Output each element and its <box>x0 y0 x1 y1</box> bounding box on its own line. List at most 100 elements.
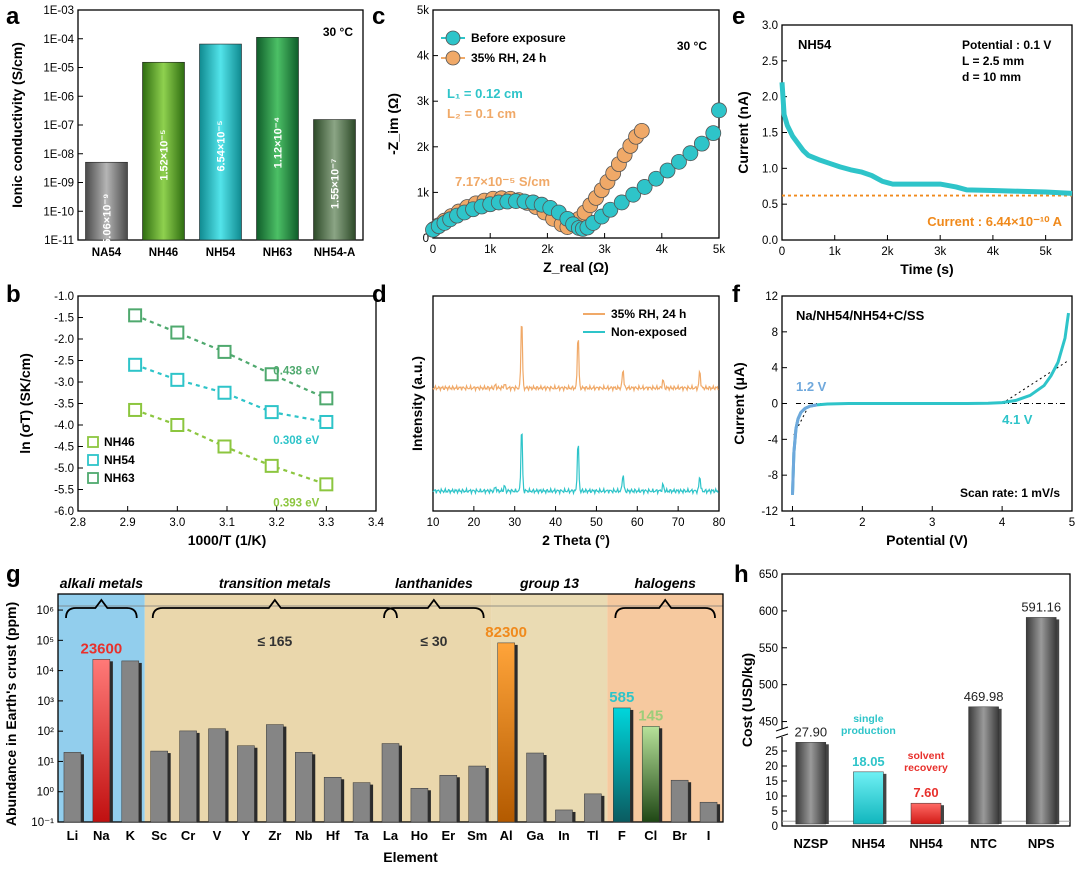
g-ytick-label: 10¹ <box>37 756 54 768</box>
g-ylabel: Abundance in Earth's crust (ppm) <box>3 602 19 826</box>
f-xtick-label: 3 <box>929 517 935 529</box>
c-point <box>682 145 699 162</box>
b-xtick-label: 2.8 <box>70 517 86 529</box>
panel-a: 1E-111E-101E-091E-081E-071E-061E-051E-04… <box>9 5 364 259</box>
g-category-label: Ta <box>354 828 369 843</box>
a-category-label: NH63 <box>263 247 292 259</box>
g-xlabel: Element <box>383 849 438 865</box>
a-value-label: 6.54×10⁻⁵ <box>216 121 228 172</box>
h-ytick-label: 450 <box>759 717 778 729</box>
b-legend-marker <box>87 436 99 448</box>
g-bar <box>497 642 515 823</box>
d-xtick-label: 60 <box>631 517 644 529</box>
g-group-name: transition metals <box>219 575 331 591</box>
b-legend-label: NH54 <box>104 453 135 467</box>
h-bar-note: solvent <box>908 750 945 762</box>
g-category-label: Sc <box>151 828 167 843</box>
g-group-name: alkali metals <box>60 575 143 591</box>
e-ylabel: Current (nA) <box>735 91 751 173</box>
a-ytick-label: 1E-06 <box>43 91 74 103</box>
e-frame <box>781 24 1073 241</box>
f-onset-label: 4.1 V <box>1002 412 1033 427</box>
a-bar <box>142 61 185 241</box>
h-value-label: 7.60 <box>913 785 938 800</box>
g-category-label: Li <box>67 828 79 843</box>
e-xtick-label: 0 <box>779 246 785 258</box>
g-category-label: F <box>618 828 626 843</box>
c-point <box>625 186 642 203</box>
h-ylabel: Cost (USD/kg) <box>739 653 755 747</box>
a-ytick-label: 1E-11 <box>44 235 74 247</box>
g-bar <box>179 730 197 823</box>
b-xtick-label: 2.9 <box>120 517 136 529</box>
b-ytick-label: -1.0 <box>54 291 74 303</box>
c-xlabel: Z_real (Ω) <box>543 259 609 275</box>
c-annotation-l2: L₂ = 0.1 cm <box>447 106 516 121</box>
g-bar <box>208 728 226 823</box>
f-xtick-label: 4 <box>999 517 1006 529</box>
panel-label-c: c <box>372 3 385 30</box>
g-category-label: Nb <box>295 828 312 843</box>
a-ytick-label: 1E-03 <box>43 5 74 17</box>
e-ytick-label: 3.0 <box>762 20 778 32</box>
b-point <box>217 344 232 359</box>
panel-label-g: g <box>6 561 21 588</box>
e-condition: Potential : 0.1 V <box>962 38 1051 52</box>
a-ytick-label: 1E-10 <box>43 206 74 218</box>
a-value-label: 1.12×10⁻⁴ <box>273 117 285 168</box>
b-ytick-label: -6.0 <box>54 506 74 518</box>
panel-label-f: f <box>732 281 741 308</box>
g-highlight-label: 145 <box>638 707 663 724</box>
c-legend-marker <box>445 30 461 46</box>
h-bar-note: recovery <box>904 762 948 774</box>
e-xtick-label: 1k <box>829 246 841 258</box>
c-ytick-label: 5k <box>417 5 429 17</box>
a-bar <box>313 119 356 241</box>
g-bar <box>670 779 689 823</box>
b-ytick-label: -4.0 <box>54 420 74 432</box>
g-category-label: V <box>213 828 222 843</box>
g-bar <box>266 724 284 823</box>
b-point <box>264 367 279 382</box>
c-xtick-label: 3k <box>599 244 611 256</box>
d-pattern-line <box>432 433 719 496</box>
d-legend-label: 35% RH, 24 h <box>611 307 686 321</box>
b-ytick-label: -2.5 <box>54 356 74 368</box>
g-bar <box>410 788 429 823</box>
g-bar <box>381 743 400 823</box>
g-category-label: Na <box>93 828 110 843</box>
g-group-note: ≤ 165 <box>257 633 292 649</box>
d-pattern-line <box>432 325 719 393</box>
panel-b: -6.0-5.5-5.0-4.5-4.0-3.5-3.0-2.5-2.0-1.5… <box>17 291 385 548</box>
g-group-brace <box>614 598 716 619</box>
h-axis-break-mark <box>775 733 789 739</box>
d-frame <box>432 295 720 512</box>
g-group-name: lanthanides <box>395 575 473 591</box>
d-xtick-label: 20 <box>467 517 480 529</box>
h-category-label: NPS <box>1028 836 1055 851</box>
e-xtick-label: 4k <box>987 246 999 258</box>
h-value-label: 469.98 <box>964 689 1004 704</box>
c-annotation-l1: L₁ = 0.12 cm <box>447 86 523 101</box>
b-point <box>217 385 232 400</box>
a-ytick-label: 1E-05 <box>43 63 74 75</box>
e-xlabel: Time (s) <box>900 261 953 277</box>
b-ytick-label: -2.0 <box>54 334 74 346</box>
g-bar <box>150 750 168 823</box>
h-axis-break-mark <box>775 726 789 732</box>
g-group-note: ≤ 30 <box>420 633 447 649</box>
c-ytick-label: 3k <box>417 96 429 108</box>
f-ytick-label: 4 <box>772 363 779 375</box>
g-group-name: group 13 <box>519 575 579 591</box>
h-value-label: 18.05 <box>852 754 885 769</box>
c-xtick-label: 5k <box>713 244 725 256</box>
g-group-brace <box>383 598 485 619</box>
a-ytick-label: 1E-08 <box>43 149 74 161</box>
g-bar <box>63 752 82 823</box>
c-ylabel: -Z_im (Ω) <box>385 93 401 155</box>
b-ylabel: ln (σT) (SK/cm) <box>17 353 33 454</box>
g-ytick-label: 10⁻¹ <box>31 817 54 829</box>
